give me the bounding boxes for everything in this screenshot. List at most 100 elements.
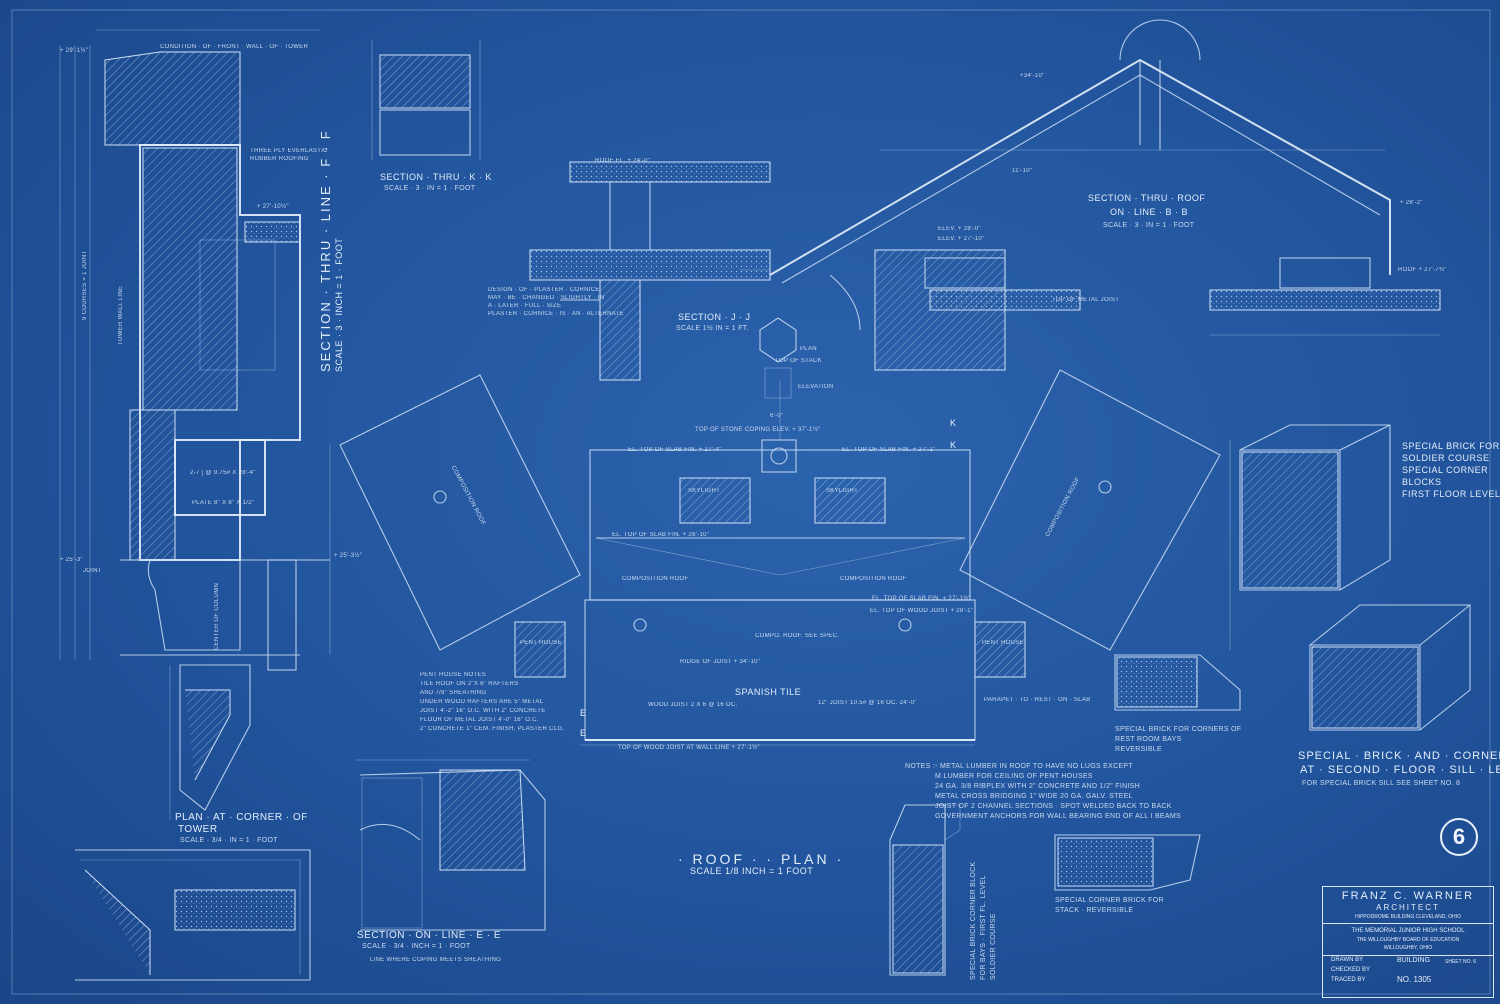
joist-spec: 12" JOIST 10.5# @ 16 oc. 24'-0": [818, 700, 917, 706]
el-top-slab-2: EL. TOP OF SLAB FIN. + 27'-1": [842, 447, 936, 453]
plan-label: PLAN: [800, 346, 817, 352]
general-note-1: NOTES :- METAL LUMBER IN ROOF TO HAVE NO…: [905, 763, 1133, 770]
section-ff-drawing: [59, 29, 330, 671]
skylight-2: SKYLIGHT: [826, 488, 859, 494]
roof-plan-title: · ROOF · · PLAN ·: [678, 851, 845, 867]
architect-title: ARCHITECT: [1376, 903, 1440, 912]
penthouse-note-4: UNDER WOOD RAFTERS ARE 5" METAL: [420, 699, 544, 705]
client-name: THE WILLOUGHBY BOARD OF EDUCATION: [1356, 937, 1460, 943]
k-mark-2: K: [950, 440, 957, 450]
section-ee-title: SECTION · ON · LINE · E · E: [357, 930, 502, 941]
rest-room-3: REVERSIBLE: [1115, 746, 1162, 753]
section-jj-scale: SCALE 1½ IN = 1 FT.: [676, 325, 749, 332]
bay-block-3: SOLDIER COURSE: [990, 913, 997, 980]
plan-corner-title-2: TOWER: [178, 824, 218, 835]
title-block: FRANZ C. WARNER ARCHITECT HIPPODROME BUI…: [1322, 886, 1494, 998]
dim-28-2: + 28'-2": [1400, 200, 1423, 206]
sheet-number-badge: 6: [1440, 818, 1478, 856]
section-ff-scale: SCALE · 3 · INCH = 1 · FOOT: [334, 237, 344, 372]
bay-corner-block-drawing: [889, 804, 961, 976]
checked-by: CHECKED BY: [1331, 967, 1371, 973]
elevation-label: ELEVATION: [798, 384, 834, 390]
job-number: NO. 1305: [1397, 975, 1432, 984]
project-name: THE MEMORIAL JUNIOR HIGH SCHOOL: [1351, 928, 1465, 934]
dim-25-3b: + 25'-3½": [334, 553, 363, 559]
rest-room-1: SPECIAL BRICK FOR CORNERS OF: [1115, 726, 1242, 733]
section-jj-drawing: [529, 161, 797, 399]
dim-29-1: + 29'-1½": [60, 48, 89, 54]
dim-34-10: +34'-10": [1020, 73, 1045, 79]
penthouse-note-5: JOIST 4'-2" 16" O.C. WITH 2" CONCRETE: [420, 708, 546, 714]
nine-courses: 9 COURSES = 1 JOINT: [82, 250, 88, 320]
general-note-3: 24 GA. 3/8 RIBPLEX WITH 2" CONCRETE AND …: [935, 783, 1141, 790]
center-column: CENTER OF COLUMN: [214, 582, 220, 650]
general-note-2: M LUMBER FOR CEILING OF PENT HOUSES: [935, 773, 1093, 780]
k-mark-1: K: [950, 418, 957, 428]
soldier-brick-1: SPECIAL BRICK FOR: [1402, 441, 1500, 451]
section-kk-scale: SCALE · 3 · IN = 1 · FOOT: [384, 185, 476, 192]
special-brick-corner-title-2: AT · SECOND · FLOOR · SILL · LEVEL: [1300, 764, 1500, 776]
plan-corner-drawing: [75, 664, 311, 981]
plan-corner-title-1: PLAN · AT · CORNER · OF: [175, 812, 308, 823]
section-bb-title-1: SECTION · THRU · ROOF: [1088, 193, 1206, 203]
plan-corner-scale: SCALE · 3/4 · IN = 1 · FOOT: [180, 837, 278, 844]
e-mark-2: E: [580, 728, 587, 738]
wood-joist: WOOD JOIST 2 x 6 @ 16 OC.: [648, 702, 738, 708]
general-note-5: JOIST OF 2 CHANNEL SECTIONS · SPOT WELDE…: [935, 803, 1172, 810]
section-kk-title: SECTION · THRU · K · K: [380, 172, 492, 182]
general-note-4: METAL CROSS BRIDGING 1" WIDE 20 GA. GALV…: [935, 793, 1133, 800]
section-bb-drawing: [769, 19, 1441, 371]
traced-by: TRACED BY: [1331, 977, 1366, 983]
project-location: WILLOUGHBY, OHIO: [1383, 945, 1433, 951]
soldier-brick-5: FIRST FLOOR LEVEL: [1402, 489, 1500, 499]
e-mark-1: E: [580, 708, 587, 718]
title-divider-1: [1323, 923, 1493, 925]
drawn-by: DRAWN BY: [1331, 957, 1364, 963]
section-kk-drawing: [371, 40, 481, 160]
top-of-stack: TOP OF STACK: [775, 358, 822, 364]
coping-line-note: LINE WHERE COPING MEETS SHEATHING: [370, 957, 502, 963]
roof-plan-drawing: [329, 369, 1231, 746]
section-bb-title-2: ON · LINE · B · B: [1110, 207, 1189, 217]
section-jj-title: SECTION · J · J: [678, 312, 751, 322]
elev-28: ELEV. + 28'-0": [938, 226, 981, 232]
stack-corner-2: STACK · REVERSIBLE: [1055, 907, 1134, 914]
section-ff-title: SECTION · THRU · LINE · F · F: [318, 129, 333, 372]
bay-block-2: FOR BAYS · FIRST FL. LEVEL: [980, 875, 987, 980]
architect-name: FRANZ C. WARNER: [1341, 890, 1475, 902]
elev-27: ELEV. + 27'-10": [938, 236, 985, 242]
penthouse-note-7: 2" CONCRETE 1" CEM. FINISH, PLASTER CLG.: [420, 726, 565, 732]
penthouse-note-2: TILE ROOF ON 2"x 6" RAFTERS: [420, 681, 519, 687]
sheet-label: SHEET NO. 6: [1445, 959, 1477, 965]
architect-address: HIPPODROME BUILDING CLEVELAND, OHIO: [1355, 914, 1461, 920]
dim-27-10: + 27'-10½": [257, 204, 289, 210]
plate-label: PLATE 8" x 8" x 1/2": [192, 500, 255, 506]
bay-block-1: SPECIAL BRICK CORNER BLOCK: [970, 861, 977, 980]
special-brick-drawings: [1054, 424, 1471, 891]
joint-label: JOINT: [83, 568, 102, 574]
cornice-note-2: MAY · BE · CHANGED · SLIGHTLY · IN: [488, 295, 605, 301]
ridge-joist: RIDGE OF JOIST + 34'-10": [680, 659, 761, 665]
soldier-brick-4: BLOCKS: [1402, 477, 1442, 487]
composition-roof-1: COMPOSITION ROOF: [622, 576, 689, 582]
el-top-slab-3: EL. TOP OF SLAB FIN. + 26'-10": [612, 532, 710, 538]
dim-25-3: + 25'-3": [60, 557, 83, 563]
dim-6-0: 6'-0": [770, 413, 784, 419]
cornice-note-3: A · LATER · FULL · SIZE: [488, 303, 562, 309]
composition-roof-2: COMPOSITION ROOF: [840, 576, 907, 582]
penthouse-note-3: AND 7/8" SHEATHING: [420, 690, 487, 696]
special-brick-corner-note: FOR SPECIAL BRICK SILL SEE SHEET NO. 8: [1302, 780, 1461, 787]
roof-27: ROOF + 27'-7¾": [1398, 267, 1447, 273]
penthouse-note-6: FLOOR OF METAL JOIST 4'-0" 16" O.C.: [420, 717, 539, 723]
cornice-note-4: PLASTER · CORNICE · IS · AN · ALTERNATE: [488, 311, 624, 317]
roof-plan-scale: SCALE 1/8 INCH = 1 FOOT: [690, 866, 814, 876]
top-wood-joist-wall: TOP OF WOOD JOIST AT WALL LINE + 27'-1½": [618, 745, 760, 751]
pent-house-2: PENT HOUSE: [982, 640, 1024, 646]
note-rubber-roofing-1: THREE PLY EVERLASTIC: [250, 148, 328, 154]
section-ee-scale: SCALE · 3/4 · INCH = 1 · FOOT: [362, 943, 471, 950]
tower-wall-line: TOWER WALL LINE: [118, 285, 124, 345]
penthouse-note-1: PENT HOUSE NOTES: [420, 672, 487, 678]
spanish-tile: SPANISH TILE: [735, 687, 802, 697]
